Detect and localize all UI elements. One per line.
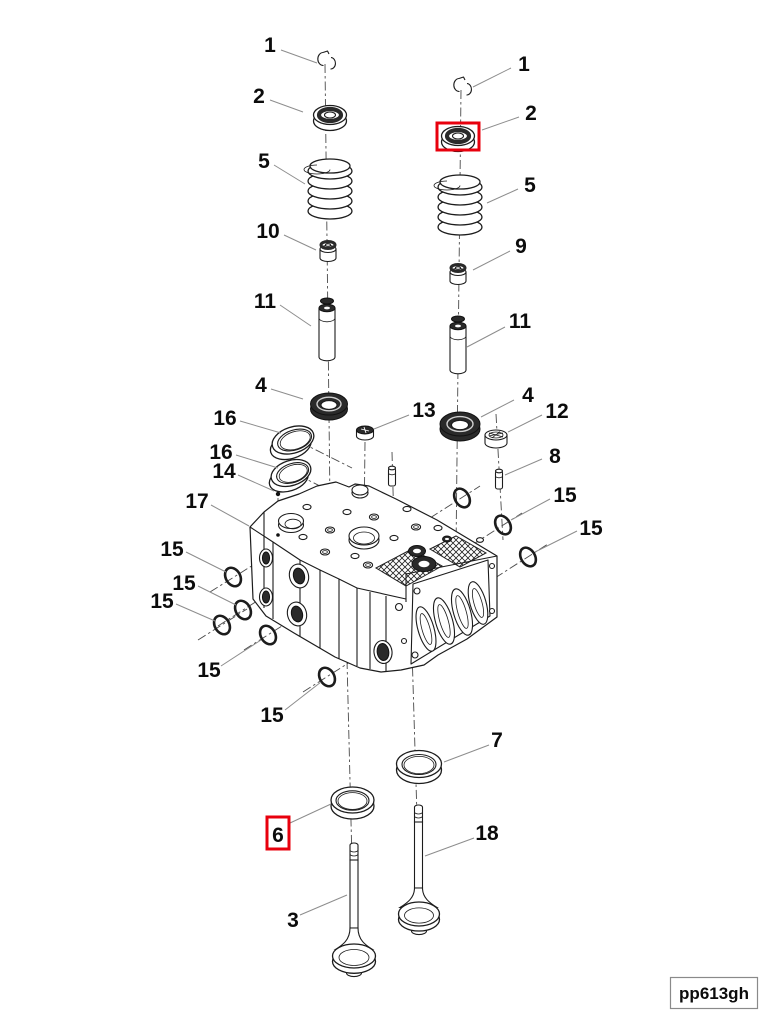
machined-pads xyxy=(374,535,488,587)
callout-5-left[interactable]: 5 xyxy=(258,150,270,173)
callout-11-left[interactable]: 11 xyxy=(254,290,277,313)
seat-washer-left xyxy=(310,392,348,421)
highlights xyxy=(265,121,481,851)
cap-nut xyxy=(355,425,375,441)
callout-3[interactable]: 3 xyxy=(287,909,299,932)
callout-18[interactable]: 18 xyxy=(475,822,499,845)
valve-3 xyxy=(331,842,377,978)
seat-washer-right xyxy=(439,411,481,442)
stem-seal-left xyxy=(319,240,337,263)
callout-15-c[interactable]: 15 xyxy=(150,590,174,613)
callout-4-right[interactable]: 4 xyxy=(522,384,534,407)
callout-15-a[interactable]: 15 xyxy=(160,538,184,561)
leader-lines xyxy=(175,49,578,916)
drawing-code-box: pp613gh xyxy=(669,976,759,1010)
callout-7[interactable]: 7 xyxy=(491,729,503,752)
plug-cap xyxy=(484,429,508,449)
valve-keeper-right xyxy=(453,76,473,96)
callout-2-left[interactable]: 2 xyxy=(253,85,265,108)
callout-1-left[interactable]: 1 xyxy=(264,34,276,57)
parts xyxy=(212,50,538,978)
port-castings xyxy=(415,581,489,652)
callout-9[interactable]: 9 xyxy=(515,235,527,258)
callout-14[interactable]: 14 xyxy=(212,460,236,483)
cylinder-head-block xyxy=(249,481,498,673)
valve-seat-ring-7 xyxy=(395,749,443,785)
callout-10[interactable]: 10 xyxy=(256,220,279,243)
callout-15-b[interactable]: 15 xyxy=(172,572,196,595)
callout-15-d[interactable]: 15 xyxy=(197,659,221,682)
spring-retainer-left xyxy=(312,104,348,132)
o-rings xyxy=(212,487,538,688)
callout-16-lower[interactable]: 16 xyxy=(209,441,232,464)
dowel-pins xyxy=(275,491,281,537)
spring-retainer-right[interactable] xyxy=(440,125,476,153)
callout-4-left[interactable]: 4 xyxy=(255,374,267,397)
highlight-box-part-2[interactable] xyxy=(435,121,481,152)
valve-seat-ring-6 xyxy=(330,786,375,820)
valve-18 xyxy=(397,804,441,936)
callout-13[interactable]: 13 xyxy=(412,399,435,422)
callout-16-upper[interactable]: 16 xyxy=(213,407,236,430)
drawing-code: pp613gh xyxy=(679,984,749,1003)
callout-15-e[interactable]: 15 xyxy=(260,704,284,727)
callouts: 1 1 2 2 5 5 10 9 11 11 4 13 4 12 16 16 1… xyxy=(150,34,603,932)
stem-seal-right xyxy=(449,263,467,286)
valve-spring-right xyxy=(433,174,483,236)
callout-15-g[interactable]: 15 xyxy=(579,517,603,540)
valve-guide-right xyxy=(449,315,467,375)
highlight-box-callout-6[interactable] xyxy=(265,815,291,851)
callout-8[interactable]: 8 xyxy=(549,445,561,468)
top-face-holes xyxy=(277,484,485,569)
stud-8 xyxy=(494,468,504,490)
cup-plug-lower xyxy=(268,458,312,493)
side-port-bosses xyxy=(258,548,393,665)
valve-guide-left xyxy=(318,297,336,362)
callout-11-right[interactable]: 11 xyxy=(509,310,532,333)
callout-15-f[interactable]: 15 xyxy=(553,484,577,507)
callout-5-right[interactable]: 5 xyxy=(524,174,536,197)
callout-6[interactable]: 6 xyxy=(272,824,284,847)
callout-17[interactable]: 17 xyxy=(185,490,208,513)
cup-plug-upper xyxy=(269,425,315,461)
callout-1-right[interactable]: 1 xyxy=(518,53,530,76)
valve-spring-left xyxy=(303,158,353,220)
callout-12[interactable]: 12 xyxy=(545,400,568,423)
callout-2-right[interactable]: 2 xyxy=(525,102,537,125)
valve-keeper-left xyxy=(317,50,337,70)
stud-left xyxy=(387,465,397,487)
